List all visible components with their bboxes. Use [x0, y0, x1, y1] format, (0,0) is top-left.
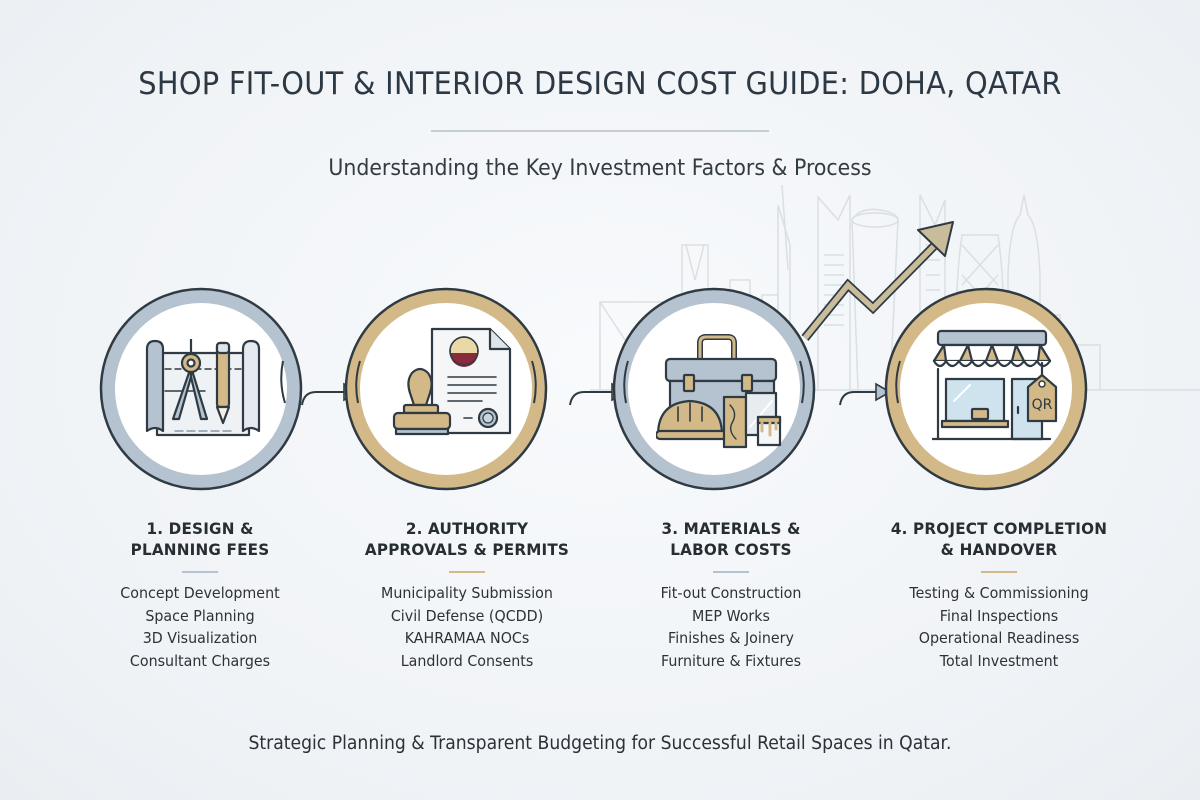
step-2-item: Civil Defense (QCDD) — [390, 606, 544, 625]
step-3-item: Furniture & Fixtures — [660, 651, 802, 670]
title-divider — [431, 130, 769, 132]
step-4-heading-line2: & HANDOVER — [940, 540, 1058, 559]
qr-tag-label: QR — [1032, 397, 1053, 413]
step-4-divider — [981, 571, 1017, 573]
step-1-text: 1. DESIGN & PLANNING FEES Concept Develo… — [75, 518, 325, 672]
step-1-circle — [95, 283, 307, 495]
step-2-divider — [449, 571, 485, 573]
step-2-item: KAHRAMAA NOCs — [404, 629, 530, 647]
step-1-item: Concept Development — [120, 584, 280, 602]
step-2-heading-line1: 2. AUTHORITY — [405, 519, 529, 538]
step-2-circle — [340, 283, 552, 495]
step-3-item: Fit-out Construction — [660, 584, 802, 602]
blueprint-compass-pencil-icon — [145, 339, 261, 437]
step-4-item: Operational Readiness — [918, 629, 1080, 647]
stamp-document-icon — [392, 327, 512, 436]
step-1-item: 3D Visualization — [142, 629, 258, 647]
step-4-item: Testing & Commissioning — [909, 584, 1089, 602]
step-4-circle: QR — [880, 283, 1092, 495]
step-4-heading-line1: 4. PROJECT COMPLETION — [890, 519, 1108, 538]
step-3-heading-line1: 3. MATERIALS & — [661, 519, 801, 538]
step-4-item: Final Inspections — [939, 606, 1059, 625]
step-3-divider — [713, 571, 749, 573]
connector-arrow-3-4 — [839, 382, 892, 406]
step-3-item: MEP Works — [692, 606, 770, 625]
step-1-divider — [182, 571, 218, 573]
step-3-circle — [608, 283, 820, 495]
step-1-heading-line2: PLANNING FEES — [130, 540, 270, 559]
step-3-text: 3. MATERIALS & LABOR COSTS Fit-out Const… — [606, 518, 856, 672]
step-2-heading-line2: APPROVALS & PERMITS — [364, 540, 570, 559]
step-4-item: Total Investment — [939, 651, 1059, 670]
step-4-text: 4. PROJECT COMPLETION & HANDOVER Testing… — [869, 518, 1129, 672]
page-title: SHOP FIT-OUT & INTERIOR DESIGN COST GUID… — [138, 66, 1062, 102]
step-1-heading-line1: 1. DESIGN & — [146, 519, 254, 538]
step-2-text: 2. AUTHORITY APPROVALS & PERMITS Municip… — [342, 518, 592, 672]
footer-tagline: Strategic Planning & Transparent Budgeti… — [248, 733, 952, 754]
page-subtitle: Understanding the Key Investment Factors… — [328, 156, 872, 181]
toolbox-hardhat-materials-icon — [656, 334, 782, 449]
step-1-item: Consultant Charges — [129, 651, 271, 670]
step-2-item: Municipality Submission — [381, 584, 553, 602]
step-3-heading-line2: LABOR COSTS — [670, 540, 792, 559]
step-3-item: Finishes & Joinery — [668, 629, 794, 647]
step-2-item: Landlord Consents — [400, 651, 534, 670]
step-1-item: Space Planning — [145, 606, 255, 625]
storefront-qr-tag-icon: QR — [932, 329, 1058, 441]
